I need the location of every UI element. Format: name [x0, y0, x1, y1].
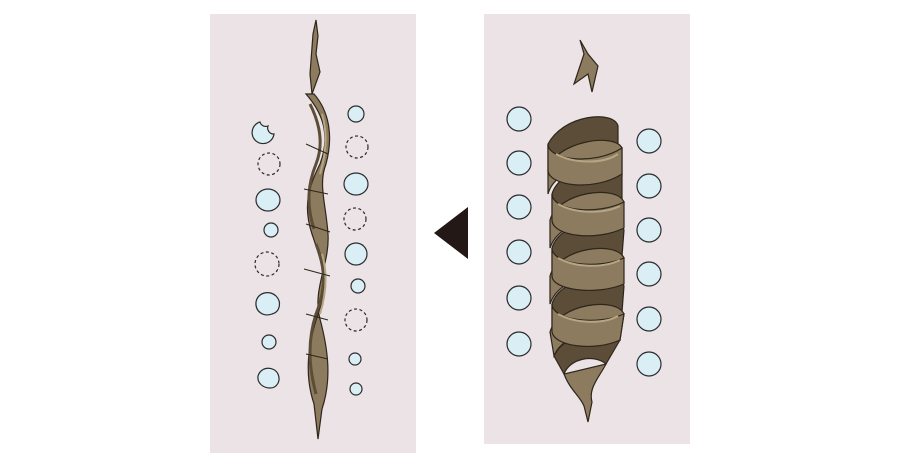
granule	[506, 285, 532, 311]
granule	[348, 352, 362, 366]
direction-arrow-icon	[434, 207, 468, 259]
right-granule-column	[636, 128, 662, 377]
right-granule-column	[343, 105, 369, 396]
dissolved-granule	[343, 207, 367, 231]
granule	[255, 292, 281, 316]
granule	[263, 222, 279, 238]
granule	[506, 194, 532, 220]
coiled-ribbon-illustration	[506, 39, 662, 423]
granule	[636, 128, 662, 154]
granule	[350, 278, 366, 294]
dissolved-granule	[257, 152, 281, 176]
panel-coiled-state	[484, 14, 690, 444]
coiled-ribbon	[547, 39, 625, 423]
granule	[506, 150, 532, 176]
left-granule-column	[506, 106, 532, 357]
panel-stretched-state	[210, 14, 416, 453]
granule	[636, 261, 662, 287]
granule	[343, 172, 369, 196]
dissolved-granule	[345, 135, 369, 159]
granule	[636, 306, 662, 332]
granule	[344, 242, 368, 266]
granule	[636, 173, 662, 199]
granule	[636, 351, 662, 377]
left-granule-column	[251, 121, 281, 389]
granule	[257, 367, 280, 389]
stretched-ribbon	[303, 19, 331, 440]
granule	[506, 239, 532, 265]
granule	[251, 121, 275, 145]
dissolved-granule	[254, 251, 280, 277]
dissolved-granule	[344, 308, 368, 332]
granule	[347, 105, 365, 123]
granule	[636, 217, 662, 243]
granule	[506, 331, 532, 357]
granule	[255, 188, 281, 212]
granule	[506, 106, 532, 132]
granule	[261, 334, 277, 350]
stretched-ribbon-illustration	[251, 19, 369, 440]
granule	[349, 382, 363, 396]
